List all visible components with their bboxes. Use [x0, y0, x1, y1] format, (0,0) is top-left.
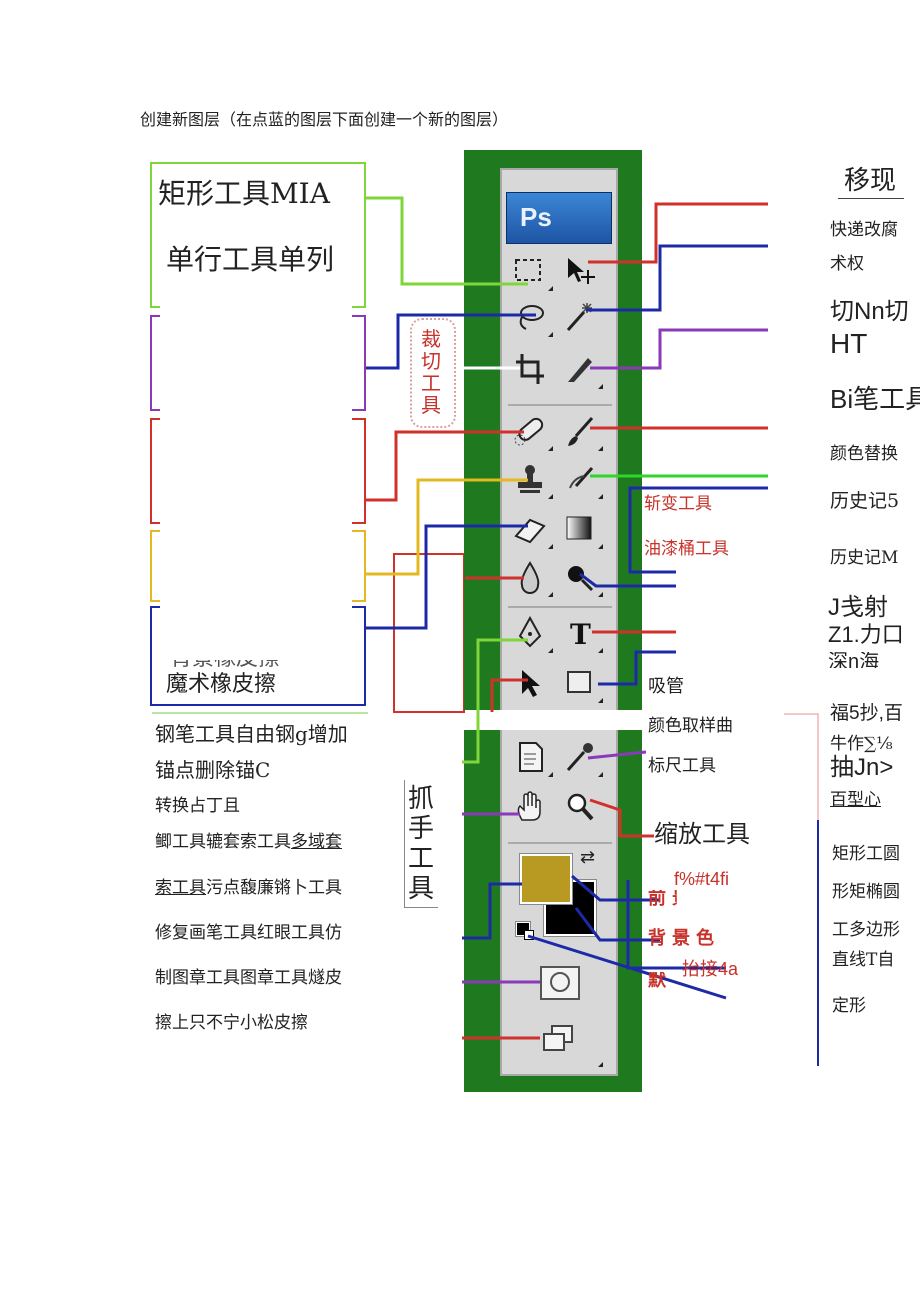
line-eyedrop: [588, 752, 646, 758]
ruler-label: 标尺工具: [648, 758, 716, 775]
right-r9: J戋射: [828, 596, 888, 620]
line-zoom: [590, 800, 654, 836]
right-r4: HT: [830, 330, 867, 358]
right-r8: 历史记M: [830, 550, 898, 567]
right-r15: 百型心: [830, 792, 881, 809]
bracket-right-red: [784, 714, 818, 858]
line-fg-right: [572, 876, 660, 900]
right-r1: 快递改腐: [830, 222, 898, 239]
line-wand: [586, 246, 768, 310]
swap-note: 抬接4a: [682, 960, 738, 978]
right-r18: 工多边形: [832, 922, 900, 939]
right-r10: Z1.力口: [828, 624, 904, 646]
line-dodge: [580, 574, 676, 586]
right-r3: 切Nn切: [830, 300, 909, 324]
right-r7: 历史记5: [830, 492, 899, 511]
line-lasso: [366, 315, 536, 368]
bg-label: 背景色: [648, 930, 720, 948]
gradient-label: 斩变工具: [644, 496, 712, 513]
right-r17: 形矩椭圆: [832, 884, 900, 901]
right-r5: Bi笔工具: [830, 386, 920, 412]
line-selection: [492, 680, 528, 712]
right-r12: 福5抄,百: [830, 704, 903, 723]
right-r13: 牛作∑⅛: [830, 736, 893, 753]
zoom-label: 缩放工具: [654, 822, 750, 846]
line-move: [588, 204, 768, 262]
line-slice: [590, 330, 768, 368]
line-fg: [462, 884, 522, 938]
right-r16: 矩形工圆: [832, 846, 900, 863]
line-swap-right: [628, 880, 726, 968]
right-r14: 抽Jn>: [830, 756, 893, 780]
line-marquee: [366, 198, 528, 284]
right-title: 移现: [844, 168, 896, 194]
right-r2: 术权: [830, 256, 864, 273]
eyedrop-label: 吸管: [648, 678, 684, 696]
right-r19: 直线T自: [832, 952, 894, 969]
right-r6: 颜色替换: [830, 446, 898, 463]
line-healing: [366, 432, 524, 500]
right-r20: 定形: [832, 998, 866, 1015]
bucket-label: 油漆桶工具: [644, 541, 729, 558]
color-sampler-label: 颜色取样曲: [648, 718, 733, 735]
fg-note: f%#t4fi: [674, 870, 729, 888]
line-pen: [462, 640, 528, 762]
